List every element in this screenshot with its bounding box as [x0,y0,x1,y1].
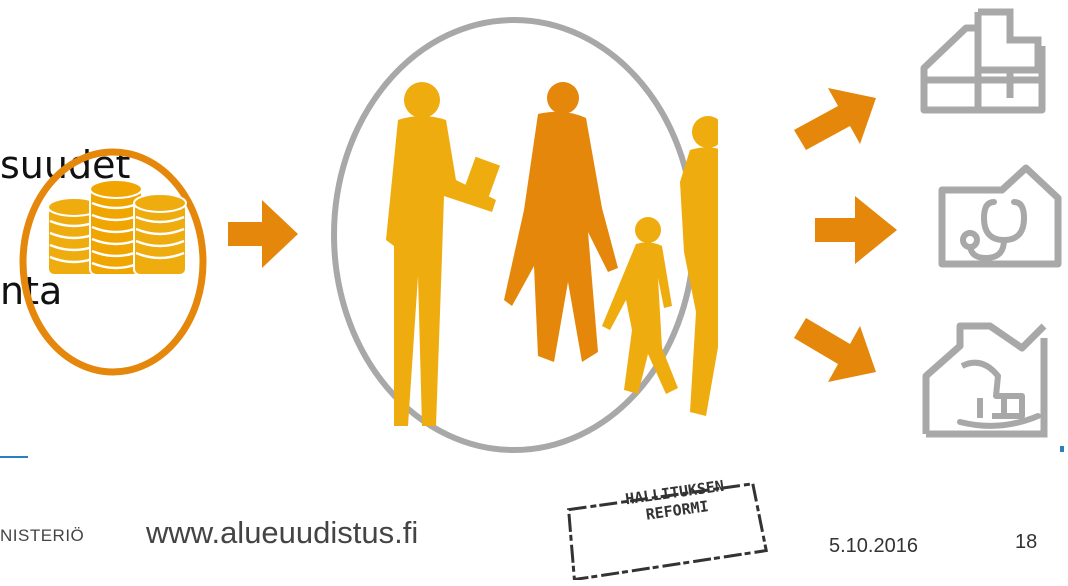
slide-date: 5.10.2016 [829,535,918,557]
stethoscope-icon [938,164,1062,268]
org-name-fragment: NISTERIÖ [0,526,85,545]
hospital-cross-icon [920,8,1046,114]
arrow-right-icon [228,200,298,268]
child-silhouette [602,217,678,394]
website-url[interactable]: www.alueuudistus.fi [146,515,419,550]
woman-silhouette [504,82,618,362]
stamp [567,482,769,580]
coins-icon [19,148,207,376]
blue-rule-left [0,456,28,458]
man-silhouette [386,82,501,426]
arrow-right-icon-2 [815,196,897,264]
people-silhouettes-icon [331,17,718,453]
walking-woman-silhouette [680,116,718,416]
blue-rule-right [1060,446,1064,452]
arrow-down-right-icon [794,318,876,382]
arrow-up-right-icon [794,88,876,150]
page-number: 18 [1015,531,1038,553]
rocking-chair-icon [922,322,1048,438]
